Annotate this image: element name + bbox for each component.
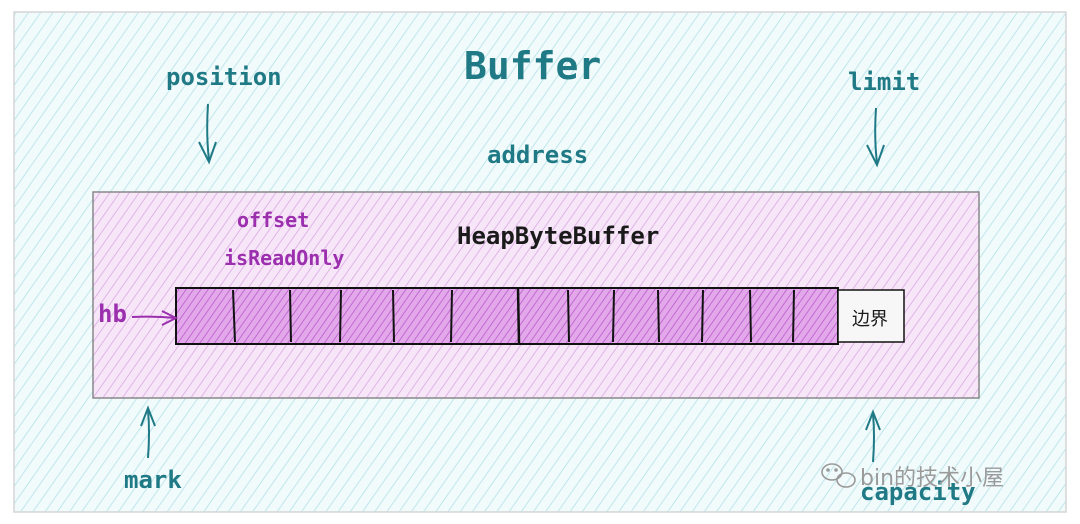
position-arrow [198, 103, 217, 165]
mark-arrow [140, 405, 156, 459]
position-label: position [166, 63, 282, 91]
mark-label: mark [124, 466, 182, 494]
boundary-label: 边界 [852, 309, 888, 330]
hb-arrow [131, 310, 179, 326]
watermark-text: bin的技术小屋 [860, 466, 1005, 491]
boundary-cell [837, 289, 905, 343]
heap-byte-buffer-label: HeapByteBuffer [457, 222, 660, 250]
hb-label: hb [98, 300, 127, 328]
address-label: address [487, 141, 589, 169]
capacity-label: capacity [860, 478, 976, 506]
limit-label: limit [848, 68, 921, 96]
is-read-only-label: isReadOnly [224, 246, 345, 270]
limit-arrow [866, 107, 885, 168]
capacity-arrow [865, 409, 881, 463]
hb-array [175, 287, 839, 345]
wechat-icon [821, 463, 856, 488]
offset-label: offset [237, 208, 310, 232]
buffer-title: Buffer [464, 44, 602, 88]
